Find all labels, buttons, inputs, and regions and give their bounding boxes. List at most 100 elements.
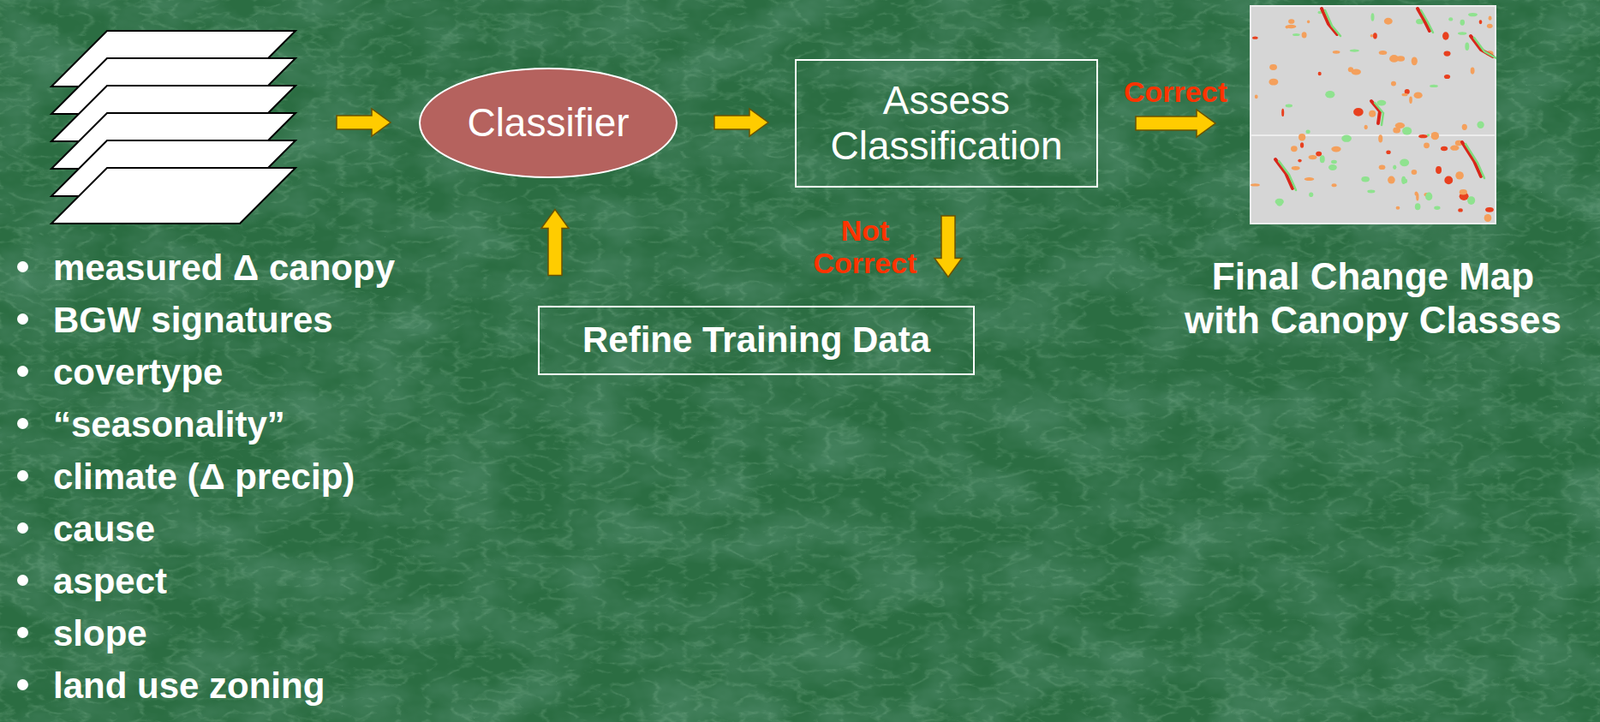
change-patch: [1467, 196, 1475, 205]
change-patch: [1485, 207, 1494, 213]
bullet-item: land use zoning: [53, 659, 325, 712]
process-box: Assess Classification: [794, 59, 1099, 188]
node-text: Classifier: [466, 100, 629, 146]
change-patch: [1411, 169, 1418, 175]
change-patch: [1348, 66, 1354, 72]
block-arrow: [541, 209, 569, 276]
change-streak: [1462, 142, 1481, 177]
bullet-item: cause: [53, 502, 156, 556]
classifier-ellipse: Classifier: [417, 66, 679, 180]
change-patch: [1368, 110, 1376, 118]
change-patch: [1353, 107, 1364, 117]
change-patch: [1308, 155, 1318, 160]
change-patch: [1392, 126, 1401, 133]
change-patch: [1399, 158, 1409, 167]
process-box: Refine Training Data: [537, 305, 975, 376]
change-patch: [1328, 164, 1338, 171]
change-patch: [1486, 23, 1493, 29]
change-patch: [1250, 183, 1260, 186]
change-patch: [1450, 145, 1459, 151]
node-text: Assess Classification: [813, 77, 1080, 169]
change-patch: [1455, 171, 1464, 180]
change-patch: [1418, 134, 1427, 138]
change-patch: [1401, 93, 1408, 97]
change-patch: [1379, 164, 1386, 170]
bullet-dot: [17, 574, 29, 586]
change-patch: [1423, 142, 1430, 149]
change-streak: [1417, 8, 1430, 31]
change-streak: [1275, 159, 1293, 189]
change-patch: [1435, 166, 1442, 174]
change-patch: [1440, 146, 1448, 151]
bullet-dot: [17, 365, 29, 377]
change-patch: [1442, 31, 1450, 40]
change-patch: [1402, 126, 1412, 135]
edge-label: Not Correct: [800, 214, 930, 280]
change-patch: [1464, 41, 1469, 51]
change-patch: [1479, 19, 1483, 24]
bullet-dot: [17, 522, 29, 534]
change-patch: [1332, 50, 1341, 54]
change-streak-edge: [1420, 10, 1433, 33]
change-patch: [1307, 20, 1310, 24]
change-patch: [1349, 48, 1360, 52]
change-patch: [1488, 16, 1493, 21]
bullet-dot: [17, 313, 29, 325]
change-patch: [1457, 31, 1467, 36]
change-patch: [1298, 133, 1306, 141]
change-patch: [1318, 71, 1322, 76]
map-caption: Final Change Map with Canopy Classes: [1174, 255, 1573, 342]
change-patch: [1457, 208, 1463, 212]
change-patch: [1462, 124, 1468, 131]
change-patch: [1384, 17, 1393, 25]
block-arrow: [714, 108, 769, 137]
change-patch: [1367, 190, 1375, 194]
change-patch: [1484, 214, 1493, 222]
change-patch: [1408, 96, 1413, 104]
change-patch: [1448, 17, 1453, 21]
change-map: Final Change Map with Canopy Classes: [1249, 5, 1497, 225]
change-patch: [1304, 177, 1315, 181]
data-layer: [51, 167, 296, 224]
bullet-dot: [17, 470, 29, 482]
change-patch: [1385, 149, 1391, 155]
change-patch: [1392, 165, 1397, 170]
change-patch: [1444, 176, 1453, 186]
change-patch: [1444, 74, 1451, 79]
change-patch: [1331, 183, 1338, 187]
change-patch: [1341, 134, 1352, 142]
change-patch: [1254, 95, 1259, 100]
change-streak-edge: [1325, 10, 1341, 36]
change-patch: [1429, 84, 1439, 88]
bullet-item: slope: [53, 607, 148, 660]
change-patch: [1285, 25, 1290, 30]
change-patch: [1370, 34, 1374, 38]
change-patch: [1361, 176, 1370, 183]
change-patch: [1269, 64, 1278, 71]
change-patch: [1300, 142, 1304, 148]
block-arrow: [336, 108, 391, 137]
change-patch: [1315, 151, 1322, 157]
change-patch: [1443, 51, 1451, 57]
change-patch: [1411, 56, 1418, 66]
change-patch: [1376, 100, 1386, 107]
block-arrow: [1135, 109, 1216, 138]
bullet-item: covertype: [53, 346, 223, 399]
change-patch: [1470, 67, 1475, 75]
bullet-item: measured Δ canopy: [53, 241, 395, 294]
change-patch: [1285, 24, 1296, 30]
change-streak-edge: [1374, 102, 1384, 126]
edge-label: Correct: [1123, 75, 1228, 108]
change-patch: [1414, 91, 1423, 99]
change-patch: [1391, 81, 1397, 87]
change-patch: [1459, 189, 1468, 195]
change-patch: [1331, 160, 1338, 164]
bullet-item: aspect: [53, 555, 168, 608]
map-seam: [1251, 134, 1495, 137]
change-patch: [1468, 12, 1478, 17]
change-patch: [1414, 191, 1418, 197]
change-patch: [1396, 206, 1401, 210]
change-patch: [1305, 130, 1310, 135]
